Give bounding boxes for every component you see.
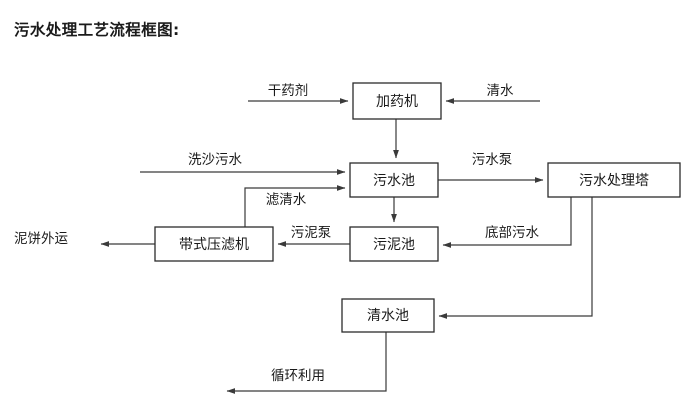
edge-filtered-water: 滤清水 xyxy=(244,185,346,227)
node-dosing-machine[interactable]: 加药机 xyxy=(352,82,442,120)
edge-label-mud-cake-out: 泥饼外运 xyxy=(14,231,68,247)
node-clear-water-pool[interactable]: 清水池 xyxy=(341,298,435,333)
node-label-clear-water-pool: 清水池 xyxy=(367,308,409,324)
node-wastewater-pool[interactable]: 污水池 xyxy=(349,162,439,198)
edge-wastewater-pump: 污水泵 xyxy=(438,152,544,183)
edge-label-wastewater-pump: 污水泵 xyxy=(472,152,513,168)
node-treatment-tower[interactable]: 污水处理塔 xyxy=(547,162,681,198)
edge-sand-wash-water: 洗沙污水 xyxy=(140,152,346,175)
node-label-sludge-pool: 污泥池 xyxy=(373,237,415,253)
page-title: 污水处理工艺流程框图: xyxy=(14,21,180,39)
edge-clean-water: 清水 xyxy=(445,83,540,104)
edge-recycle-use: 循环利用 xyxy=(226,332,387,394)
edge-label-dry-chemical: 干药剂 xyxy=(268,83,309,99)
edge-label-recycle-use: 循环利用 xyxy=(271,368,325,384)
edge-mud-cake-out: 泥饼外运 xyxy=(14,231,155,247)
edge-label-bottom-sewage: 底部污水 xyxy=(485,225,539,241)
edge-bottom-sewage: 底部污水 xyxy=(442,197,572,248)
edge-label-clean-water: 清水 xyxy=(487,83,515,99)
edge-tower-to-clear-pool xyxy=(438,197,593,319)
node-label-belt-filter-press: 带式压滤机 xyxy=(179,237,249,253)
edge-sludge-pump: 污泥泵 xyxy=(277,225,350,247)
edge-label-sludge-pump: 污泥泵 xyxy=(291,225,332,241)
edge-label-sand-wash-water: 洗沙污水 xyxy=(188,152,242,168)
node-label-wastewater-pool: 污水池 xyxy=(373,173,415,189)
node-label-dosing-machine: 加药机 xyxy=(376,94,418,110)
node-label-treatment-tower: 污水处理塔 xyxy=(579,173,649,189)
edge-label-filtered-water: 滤清水 xyxy=(266,192,307,208)
node-belt-filter-press[interactable]: 带式压滤机 xyxy=(154,226,274,262)
node-sludge-pool[interactable]: 污泥池 xyxy=(349,226,439,262)
edge-dry-chemical: 干药剂 xyxy=(248,83,349,104)
